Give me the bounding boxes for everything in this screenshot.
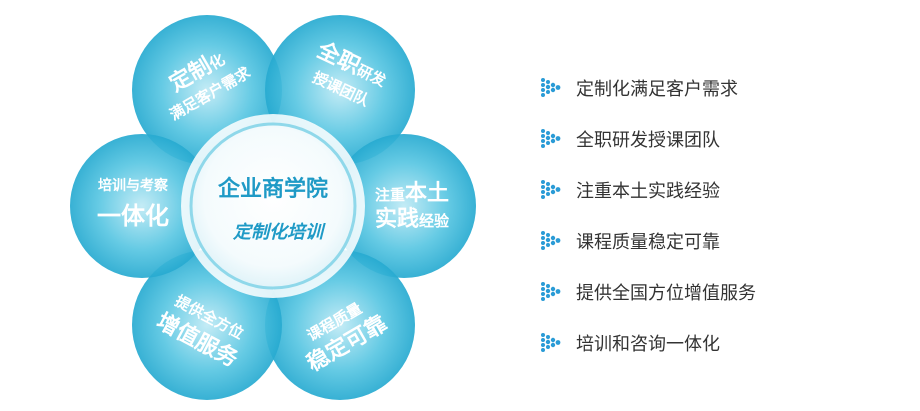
petal-integrated-line1: 培训与考察 (98, 177, 169, 194)
feature-label: 定制化满足客户需求 (576, 78, 738, 100)
feature-item: 课程质量稳定可靠 (540, 215, 910, 266)
feature-item: 注重本土实践经验 (540, 164, 910, 215)
center-circle (189, 122, 357, 290)
dotted-arrow-icon (541, 128, 561, 148)
dotted-arrow-icon (541, 230, 561, 250)
feature-item: 培训和咨询一体化 (540, 317, 910, 368)
dotted-arrow-icon (541, 179, 561, 199)
feature-label: 注重本土实践经验 (576, 180, 720, 202)
petal-local-line1b: 本土 (405, 181, 449, 206)
svg-text:注重本土: 注重本土 (375, 181, 449, 206)
petal-integrated-line2: 一体化 (97, 202, 169, 230)
flower-diagram: 企业商学院 定制化培训 定制化 满足客户需求 全职研发 授课团队 注重本土 实践… (70, 15, 476, 400)
feature-item: 全职研发授课团队 (540, 113, 910, 164)
feature-label: 课程质量稳定可靠 (576, 231, 720, 253)
petal-local-practice (332, 134, 476, 278)
feature-item: 定制化满足客户需求 (540, 62, 910, 113)
feature-label: 提供全国方位增值服务 (576, 282, 756, 304)
feature-list: 定制化满足客户需求 全职研发授课团队 注重本土实践经验 课程质量稳定可靠 提供全… (540, 62, 910, 368)
center-subtitle: 定制化培训 (232, 222, 326, 243)
petal-local-line1a: 注重 (375, 186, 405, 204)
dotted-arrow-icon (541, 332, 561, 352)
dotted-arrow-icon (541, 281, 561, 301)
petal-integrated (70, 134, 214, 278)
dotted-arrow-icon (541, 77, 561, 97)
feature-label: 培训和咨询一体化 (576, 333, 720, 355)
petal-local-line2b: 经验 (419, 212, 450, 230)
feature-label: 全职研发授课团队 (576, 129, 720, 151)
center-title: 企业商学院 (217, 176, 328, 202)
petal-local-line2a: 实践 (375, 206, 419, 232)
feature-item: 提供全国方位增值服务 (540, 266, 910, 317)
svg-text:实践经验: 实践经验 (375, 206, 450, 232)
